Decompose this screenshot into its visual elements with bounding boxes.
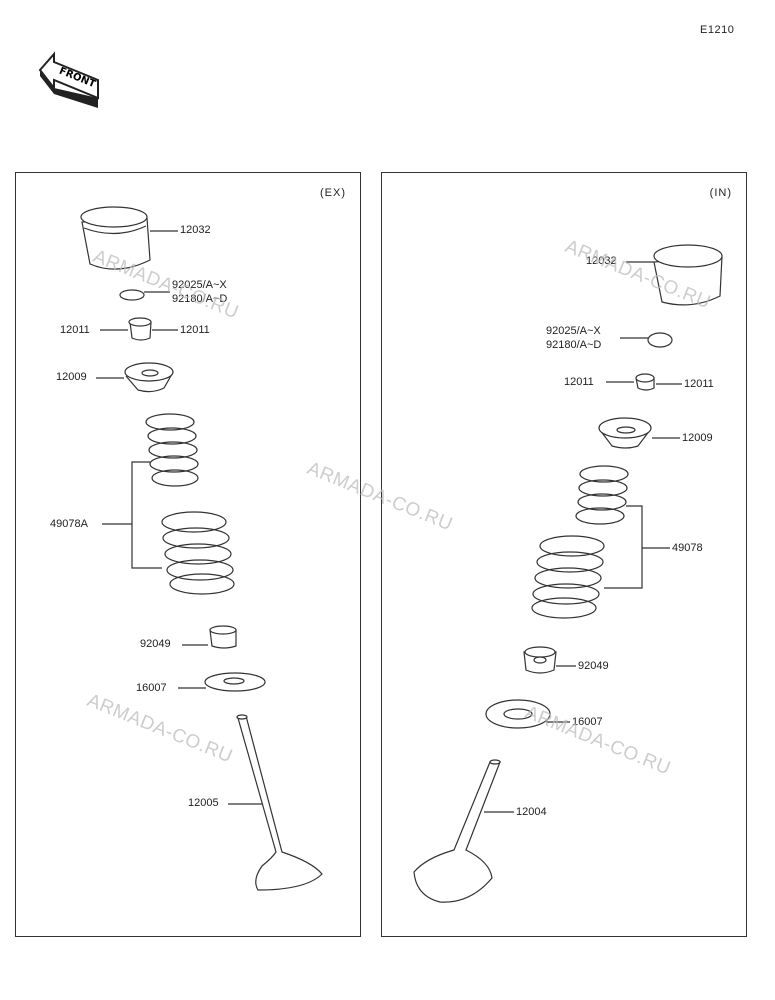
ex-shim-label-line2: 92180/A~D xyxy=(172,293,228,305)
in-tappet-label: 12032 xyxy=(586,255,617,267)
exhaust-tag: (EX) xyxy=(320,187,346,199)
in-shim-label-line1: 92025/A~X xyxy=(546,325,601,337)
ex-inner-spring-drawing xyxy=(145,413,199,487)
in-retainer-label: 12009 xyxy=(682,432,713,444)
in-cotter-left-label: 12011 xyxy=(564,376,594,388)
in-tappet-drawing xyxy=(653,244,723,306)
in-cotter-drawing xyxy=(635,373,655,391)
intake-panel: (IN) xyxy=(381,172,747,937)
ex-stem-seal-label: 92049 xyxy=(140,638,171,650)
in-valve-drawing xyxy=(413,759,501,903)
in-stem-seal-label: 92049 xyxy=(578,660,609,672)
intake-tag: (IN) xyxy=(709,187,732,199)
in-spring-label: 49078 xyxy=(672,542,703,554)
ex-shim-label-line1: 92025/A~X xyxy=(172,279,227,291)
in-valve-label: 12004 xyxy=(516,806,547,818)
in-spring-seat-label: 16007 xyxy=(572,716,603,728)
ex-cotter-right-label: 12011 xyxy=(180,324,210,336)
in-inner-spring-drawing xyxy=(575,465,629,525)
ex-spring-seat-label: 16007 xyxy=(136,682,167,694)
exhaust-panel: (EX) xyxy=(15,172,361,937)
in-cotter-right-label: 12011 xyxy=(684,378,714,390)
in-retainer-drawing xyxy=(598,417,652,449)
ex-valve-drawing xyxy=(236,714,323,891)
ex-tappet-drawing xyxy=(80,206,151,270)
ex-shim-drawing xyxy=(119,289,145,301)
ex-retainer-label: 12009 xyxy=(56,371,87,383)
ex-valve-label: 12005 xyxy=(188,797,219,809)
ex-stem-seal-drawing xyxy=(209,625,237,649)
in-shim-label-line2: 92180/A~D xyxy=(546,339,602,351)
in-outer-spring-drawing xyxy=(531,535,605,619)
ex-tappet-label: 12032 xyxy=(180,224,211,236)
ex-spring-label: 49078A xyxy=(50,518,88,530)
ex-cotter-left-label: 12011 xyxy=(60,324,90,336)
ex-retainer-drawing xyxy=(124,362,174,393)
in-stem-seal-drawing xyxy=(523,646,557,674)
ex-cotter-drawing xyxy=(128,317,152,341)
in-shim-drawing xyxy=(647,332,673,348)
diagram-code: E1210 xyxy=(700,24,735,36)
in-spring-seat-drawing xyxy=(485,699,551,729)
ex-outer-spring-drawing xyxy=(161,511,235,595)
ex-spring-seat-drawing xyxy=(204,672,266,692)
front-arrow-icon: FRONT xyxy=(38,51,99,108)
